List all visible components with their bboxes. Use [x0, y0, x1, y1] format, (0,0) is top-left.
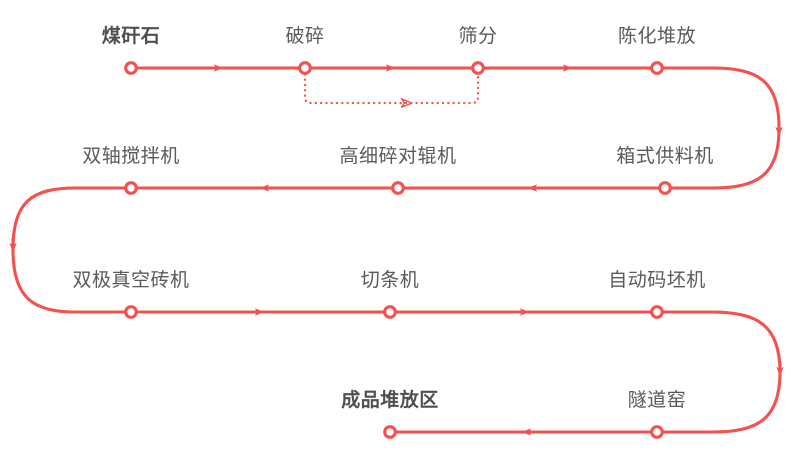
- node-label-box-feeder: 箱式供料机: [616, 146, 714, 167]
- node-label-coal-gangue: 煤矸石: [101, 26, 161, 47]
- node-label-auto-stacker: 自动码坯机: [608, 270, 706, 291]
- node-label-fine-roller-crusher: 高细碎对辊机: [339, 146, 457, 167]
- node-label-crushing: 破碎: [285, 26, 325, 47]
- node-ring-n8: [124, 305, 138, 319]
- node-rings: [124, 61, 672, 439]
- feedback-loop-screening-to-crushing: [303, 70, 480, 108]
- node-ring-n10: [650, 305, 664, 319]
- node-ring-n5: [658, 181, 672, 195]
- node-ring-n12: [383, 425, 397, 439]
- node-label-screening: 筛分: [458, 26, 498, 47]
- node-ring-n2: [298, 61, 312, 75]
- node-ring-n6: [391, 181, 405, 195]
- node-label-twin-shaft-mixer: 双轴搅拌机: [82, 146, 180, 167]
- node-ring-n1: [124, 61, 138, 75]
- node-ring-n4: [650, 61, 664, 75]
- node-label-aging-stacking: 陈化堆放: [617, 26, 697, 47]
- node-label-vacuum-brick-machine: 双极真空砖机: [72, 270, 190, 291]
- node-ring-n3: [471, 61, 485, 75]
- flow-arrowheads: [9, 64, 784, 436]
- node-ring-n9: [383, 305, 397, 319]
- node-label-tunnel-kiln: 隧道窑: [627, 390, 687, 411]
- feedback-loop-path: [303, 70, 480, 105]
- node-ring-n11: [650, 425, 664, 439]
- node-ring-n7: [124, 181, 138, 195]
- node-label-finished-storage: 成品堆放区: [341, 390, 439, 411]
- node-label-strip-cutter: 切条机: [360, 270, 420, 291]
